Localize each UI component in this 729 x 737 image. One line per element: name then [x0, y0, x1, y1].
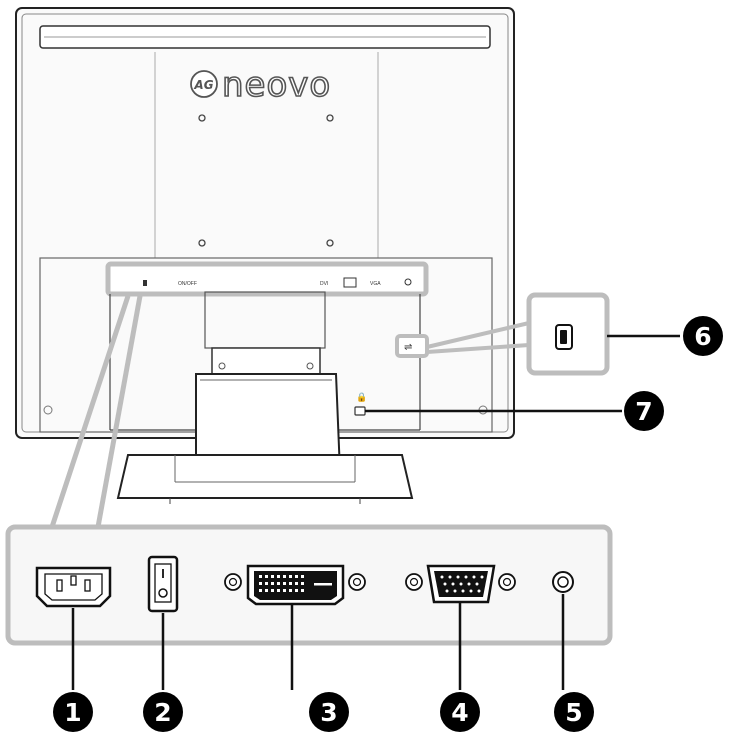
- vesa-hole: [198, 239, 206, 247]
- brand-logo: AG neovo: [190, 64, 331, 106]
- svg-text:5: 5: [565, 698, 582, 727]
- svg-text:4: 4: [451, 698, 468, 727]
- callout-6: 6: [683, 316, 723, 356]
- callout-5: 5: [554, 692, 594, 732]
- audio-jack-icon: [552, 571, 574, 593]
- callout-1: 1: [53, 692, 93, 732]
- callout-7: 7: [624, 391, 664, 431]
- vesa-hole: [326, 114, 334, 122]
- svg-text:1: 1: [64, 698, 81, 727]
- rear-dvi-label: DVI: [320, 281, 328, 287]
- connector-panel-zoom: [5, 524, 613, 646]
- svg-text:6: 6: [694, 322, 711, 351]
- usb-zoom-box: [526, 292, 610, 376]
- callout-4: 4: [440, 692, 480, 732]
- kensington-slot-on-monitor: [354, 406, 366, 416]
- callout-3: 3: [309, 692, 349, 732]
- monitor-back-housing: [15, 7, 515, 439]
- vesa-hole: [198, 114, 206, 122]
- power-switch-icon: [147, 555, 179, 613]
- svg-text:🔒: 🔒: [356, 392, 367, 403]
- vesa-hole: [326, 239, 334, 247]
- callout-markers: 1 2 3 4 5 6 7: [53, 316, 723, 732]
- rear-vga-label: VGA: [370, 281, 381, 287]
- ac-power-inlet-icon: [35, 566, 112, 608]
- highlight-connector-lines: [49, 295, 530, 528]
- rear-power-label: ON/OFF: [178, 281, 197, 287]
- svg-text:7: 7: [635, 397, 652, 426]
- svg-text:3: 3: [320, 698, 337, 727]
- callout-leader-lines: [71, 334, 680, 690]
- svg-text:⇌: ⇌: [404, 342, 412, 353]
- callout-2: 2: [143, 692, 183, 732]
- logo-mark-text: AG: [193, 78, 213, 92]
- usb-port-icon: [555, 324, 573, 350]
- svg-text:2: 2: [154, 698, 171, 727]
- monitor-stand: [116, 347, 414, 504]
- rear-connector-panel: ON/OFF DVI VGA ⇌ 🔒: [105, 261, 429, 431]
- brand-name: neovo: [222, 65, 331, 105]
- vga-port-icon: [405, 564, 516, 604]
- ag-logo-icon: [190, 70, 218, 98]
- dvi-port-icon: [224, 564, 366, 606]
